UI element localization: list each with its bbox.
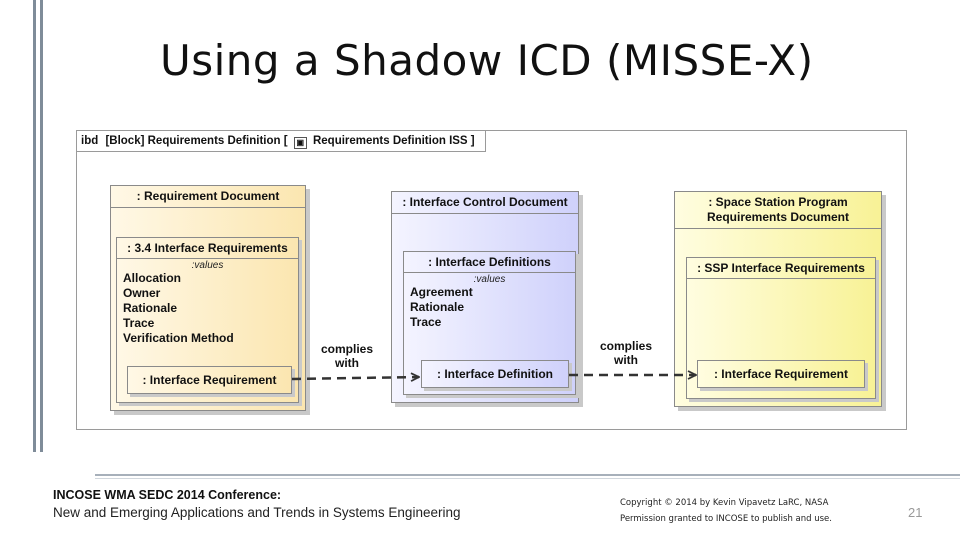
connector-label-line: with (614, 353, 638, 367)
copyright-line: Copyright © 2014 by Kevin Vipavetz LaRC,… (620, 498, 829, 508)
diagram-kind: ibd (81, 135, 99, 147)
values-list: Allocation Owner Rationale Trace Verific… (117, 271, 298, 346)
connector-label-line: complies (599, 339, 653, 353)
value-item: Allocation (123, 271, 182, 285)
copyright-notice: Copyright © 2014 by Kevin Vipavetz LaRC,… (620, 495, 832, 527)
slide-title: Using a Shadow ICD (MISSE-X) (160, 36, 814, 85)
ibd-diagram-frame: ibd [Block] Requirements Definition [ ▣ … (76, 130, 907, 430)
value-item: Owner (123, 286, 161, 300)
connector-label-line: complies (320, 342, 374, 356)
value-item: Agreement (410, 285, 473, 299)
interface-control-document-title: : Interface Control Document (392, 192, 578, 214)
value-item: Verification Method (123, 331, 234, 345)
diagram-frame-label: ibd [Block] Requirements Definition [ ▣ … (77, 131, 486, 152)
conference-subtitle: New and Emerging Applications and Trends… (53, 505, 461, 520)
values-compartment-label: :values (473, 274, 506, 285)
ssp-title-line2: Requirements Document (706, 210, 850, 224)
ssp-title-line1: : Space Station Program (708, 195, 848, 209)
accent-bar-left (33, 0, 36, 452)
interface-requirements-title: : 3.4 Interface Requirements (117, 238, 298, 259)
interface-definitions-title: : Interface Definitions (404, 252, 575, 273)
connector-label-1: complies with (317, 342, 377, 370)
requirement-document-title: : Requirement Document (111, 186, 305, 208)
diagram-name: Requirements Definition ISS ] (312, 135, 475, 147)
value-item: Rationale (410, 300, 465, 314)
interface-requirement-property-right: : Interface Requirement (697, 360, 865, 388)
connector-label-2: complies with (596, 339, 656, 367)
values-list: Agreement Rationale Trace (404, 285, 575, 330)
interface-definition-property: : Interface Definition (421, 360, 569, 388)
accent-bar-right (40, 0, 43, 452)
permission-line: Permission granted to INCOSE to publish … (620, 514, 832, 524)
value-item: Rationale (123, 301, 178, 315)
value-item: Trace (123, 316, 155, 330)
interface-requirement-property-left: : Interface Requirement (127, 366, 292, 394)
value-item: Trace (410, 315, 442, 329)
conference-title: INCOSE WMA SEDC 2014 Conference: (53, 488, 282, 502)
footer-divider (95, 474, 960, 476)
values-compartment-label: :values (191, 260, 224, 271)
page-number: 21 (908, 505, 923, 520)
block-icon: ▣ (293, 137, 307, 149)
footer-divider-thin (95, 478, 960, 479)
connector-label-line: with (335, 356, 359, 370)
space-station-program-title: : Space Station Program Requirements Doc… (675, 192, 881, 229)
diagram-block-label: [Block] Requirements Definition [ (105, 135, 288, 147)
ssp-interface-requirements-title: : SSP Interface Requirements (687, 258, 875, 279)
